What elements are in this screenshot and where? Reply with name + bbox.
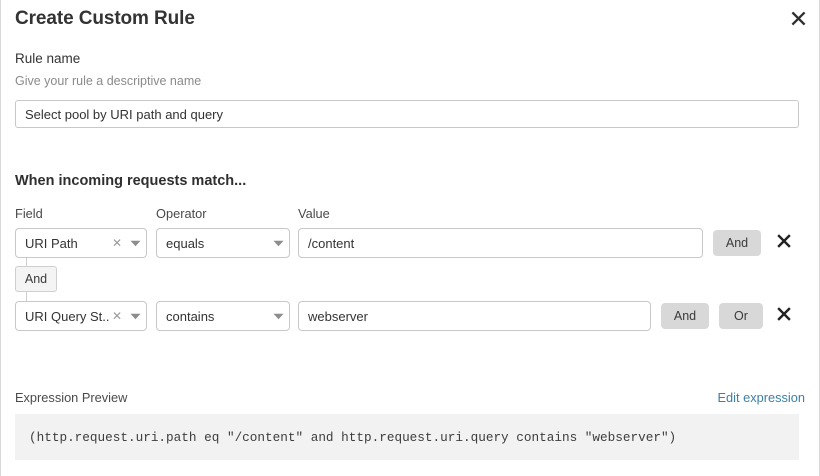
logic-and-button-0[interactable]: And: [713, 230, 761, 256]
logic-or-button-1[interactable]: Or: [719, 303, 763, 329]
field-select-0[interactable]: URI Path ✕: [15, 228, 147, 258]
close-icon[interactable]: [786, 6, 810, 30]
field-select-value-0: URI Path: [25, 235, 78, 251]
chevron-down-icon[interactable]: [267, 240, 289, 247]
close-small-icon[interactable]: ✕: [111, 309, 123, 323]
close-small-icon[interactable]: ✕: [111, 236, 123, 250]
chevron-down-icon[interactable]: [267, 313, 289, 320]
delete-condition-icon-1[interactable]: [775, 305, 793, 323]
operator-select-value-1: contains: [166, 308, 215, 324]
column-label-value: Value: [298, 206, 330, 221]
conditions-heading: When incoming requests match...: [15, 173, 247, 189]
field-select-value-1: URI Query St...: [25, 308, 110, 324]
chevron-down-icon[interactable]: [124, 240, 146, 247]
column-label-operator: Operator: [156, 206, 207, 221]
dialog-title: Create Custom Rule: [15, 8, 195, 29]
delete-condition-icon-0[interactable]: [775, 232, 793, 250]
rule-name-label: Rule name: [15, 51, 81, 66]
edit-expression-link[interactable]: Edit expression: [717, 390, 806, 405]
operator-select-value-0: equals: [166, 235, 205, 251]
value-input-1[interactable]: [298, 301, 651, 331]
operator-select-1[interactable]: contains: [156, 301, 290, 331]
connector-line-top: [26, 258, 27, 267]
field-select-1[interactable]: URI Query St... ✕: [15, 301, 147, 331]
connector-line-bottom: [26, 291, 27, 301]
value-input-0[interactable]: [298, 228, 703, 258]
chevron-down-icon[interactable]: [124, 313, 146, 320]
condition-row: URI Path ✕ equals And: [1, 228, 820, 258]
condition-connector-and[interactable]: And: [15, 266, 57, 292]
logic-and-button-1[interactable]: And: [661, 303, 709, 329]
rule-name-help-text: Give your rule a descriptive name: [15, 74, 202, 88]
operator-select-0[interactable]: equals: [156, 228, 290, 258]
expression-preview-code: (http.request.uri.path eq "/content" and…: [15, 414, 799, 460]
rule-name-input[interactable]: [15, 100, 799, 128]
expression-preview-label: Expression Preview: [15, 390, 128, 405]
condition-row: URI Query St... ✕ contains And Or: [1, 301, 820, 331]
column-label-field: Field: [15, 206, 43, 221]
